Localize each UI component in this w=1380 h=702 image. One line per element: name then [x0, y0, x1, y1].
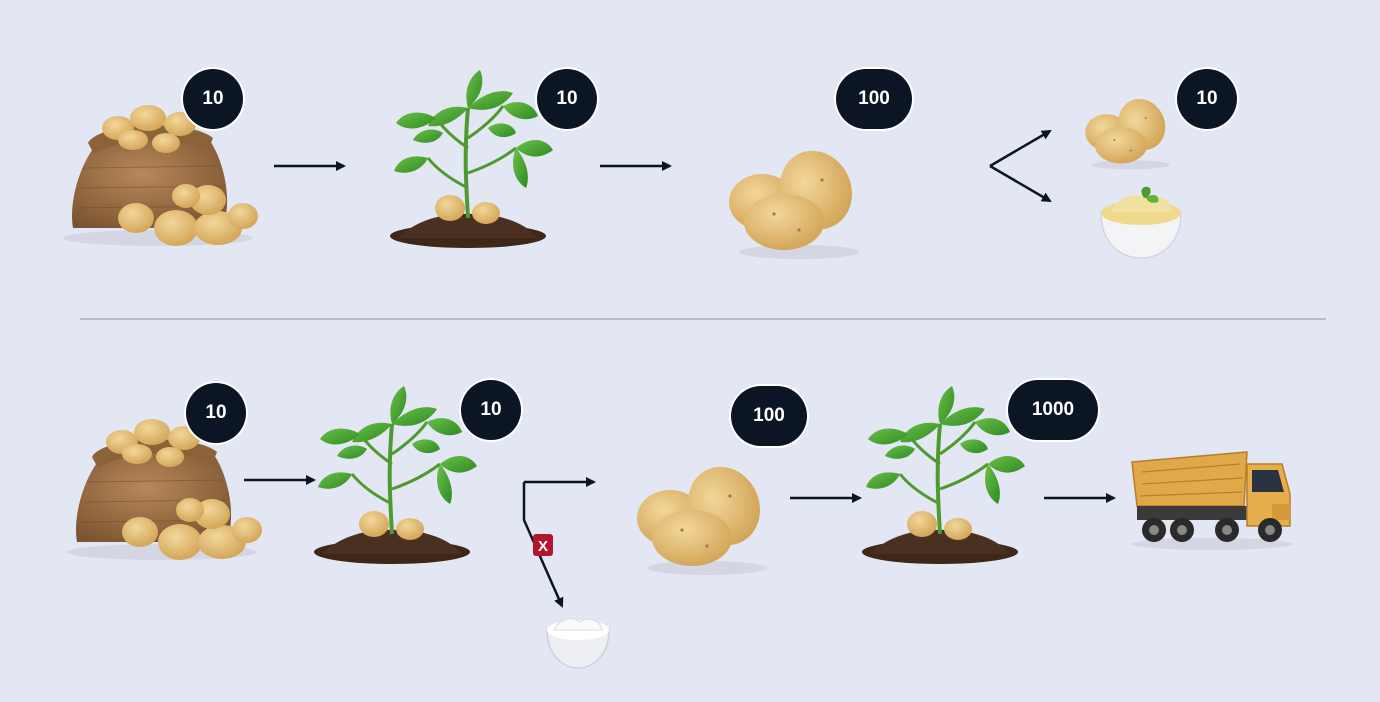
potatoes-icon — [637, 454, 773, 575]
potato-plant-icon — [860, 384, 1027, 566]
potatoes-small-icon — [1085, 91, 1174, 170]
count-badge: 10 — [183, 69, 243, 129]
potato-sack-icon — [66, 418, 263, 561]
count-badge: 100 — [836, 69, 912, 129]
potato-sack-icon — [62, 104, 259, 247]
count-badge: 10 — [537, 69, 597, 129]
count-badge: 10 — [1177, 69, 1237, 129]
count-badge: 10 — [186, 383, 246, 443]
blocked-marker — [533, 534, 553, 556]
arrow-to-potatoes-kept — [989, 129, 1052, 168]
arrow-to-mash — [989, 164, 1052, 203]
count-badge: 100 — [731, 386, 807, 446]
sour-cream-bowl-icon — [546, 617, 610, 669]
blocked-marker-label: X — [538, 538, 548, 555]
count-badge: 10 — [461, 380, 521, 440]
potato-plant-icon — [312, 384, 479, 566]
potatoes-icon — [729, 138, 865, 259]
arrow-to-cream-blocked — [522, 482, 564, 608]
mashed-potato-bowl-icon — [1100, 185, 1182, 259]
count-badge: 1000 — [1008, 380, 1098, 440]
dump-truck-icon — [1131, 451, 1293, 551]
potato-plant-icon — [388, 68, 555, 250]
